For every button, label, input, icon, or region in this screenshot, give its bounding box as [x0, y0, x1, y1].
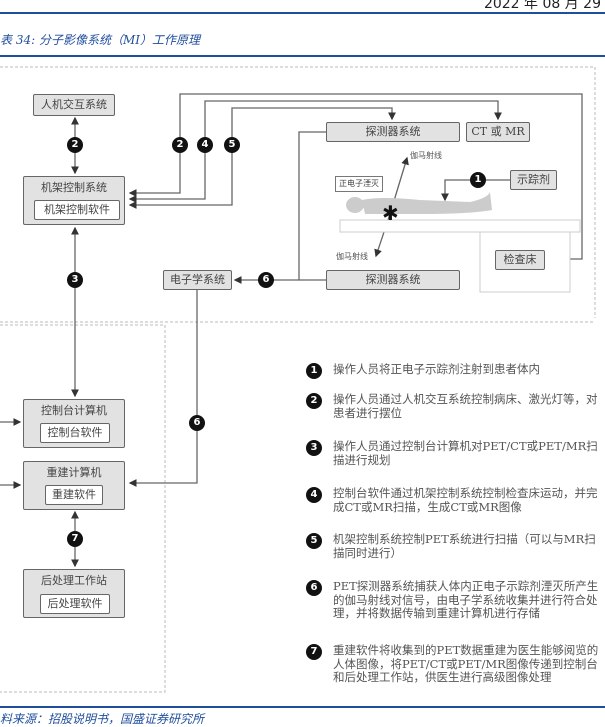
header-rule	[0, 12, 605, 14]
legend-number: 1	[306, 363, 322, 379]
detector-system-bottom: 探测器系统	[326, 270, 460, 290]
post-processing-software: 后处理软件	[40, 594, 110, 614]
step-3-marker: 3	[67, 272, 83, 288]
step-5-marker: 5	[224, 137, 240, 153]
figure-caption: 表 34: 分子影像系统（MI）工作原理	[0, 33, 200, 47]
legend-text: PET探测器系统捕获人体内正电子示踪剂湮灭所产生的伽马射线对信号，由电子学系统收…	[333, 579, 599, 620]
source-note: 料来源：招股说明书，国盛证券研究所	[0, 712, 205, 726]
ct-or-mr: CT 或 MR	[466, 122, 530, 142]
footer-rule	[0, 706, 605, 708]
legend-number: 4	[306, 487, 322, 503]
electronics-system: 电子学系统	[163, 270, 232, 290]
console-software: 控制台软件	[40, 423, 110, 443]
gantry-control-software: 机架控制软件	[34, 200, 120, 220]
step-1-marker: 1	[470, 172, 486, 188]
legend-text: 机架控制系统控制PET系统进行扫描（可以与MR扫描同时进行）	[333, 532, 596, 560]
legend-number: 6	[306, 580, 322, 596]
annihilation-label: 正电子湮灭	[335, 176, 383, 192]
legend-text: 重建软件将收集到的PET数据重建为医生能够阅览的人体图像，将PET/CT或PET…	[333, 643, 599, 684]
step-4-marker: 4	[197, 137, 213, 153]
step-6-marker: 6	[189, 415, 205, 431]
legend-text: 操作人员将正电子示踪剂注射到患者体内	[333, 362, 540, 376]
post-label: 后处理工作站	[41, 574, 107, 587]
legend-number: 5	[306, 533, 322, 549]
report-date: 2022 年 08 月 29	[483, 0, 601, 12]
recon-label: 重建计算机	[46, 466, 102, 479]
caption-rule	[0, 55, 605, 57]
annihilation-star-icon: ✱	[382, 201, 399, 225]
step-2-marker: 2	[67, 137, 83, 153]
legend-number: 3	[306, 440, 322, 456]
hmi-system: 人机交互系统	[33, 94, 115, 116]
gamma-ray-label-top: 伽马射线	[410, 151, 442, 160]
step-2-marker: 2	[172, 137, 188, 153]
detector-system-top: 探测器系统	[326, 122, 460, 142]
gamma-ray-label-bottom: 伽马射线	[336, 252, 368, 261]
console-label: 控制台计算机	[41, 404, 107, 417]
legend-number: 2	[306, 393, 322, 409]
legend-text: 控制台软件通过机架控制系统控制检查床运动，并完成CT或MR扫描，生成CT或MR图…	[333, 486, 598, 514]
tracer: 示踪剂	[510, 170, 557, 190]
step-7-marker: 7	[67, 531, 83, 547]
legend-number: 7	[306, 644, 322, 660]
recon-software: 重建软件	[45, 485, 103, 505]
legend-text: 操作人员通过人机交互系统控制病床、激光灯等，对患者进行摆位	[333, 392, 598, 420]
step-6-marker: 6	[258, 272, 274, 288]
legend-text: 操作人员通过控制台计算机对PET/CT或PET/MR扫描进行规划	[333, 439, 598, 467]
gantry-label: 机架控制系统	[41, 181, 107, 194]
exam-bed: 检查床	[495, 250, 545, 270]
